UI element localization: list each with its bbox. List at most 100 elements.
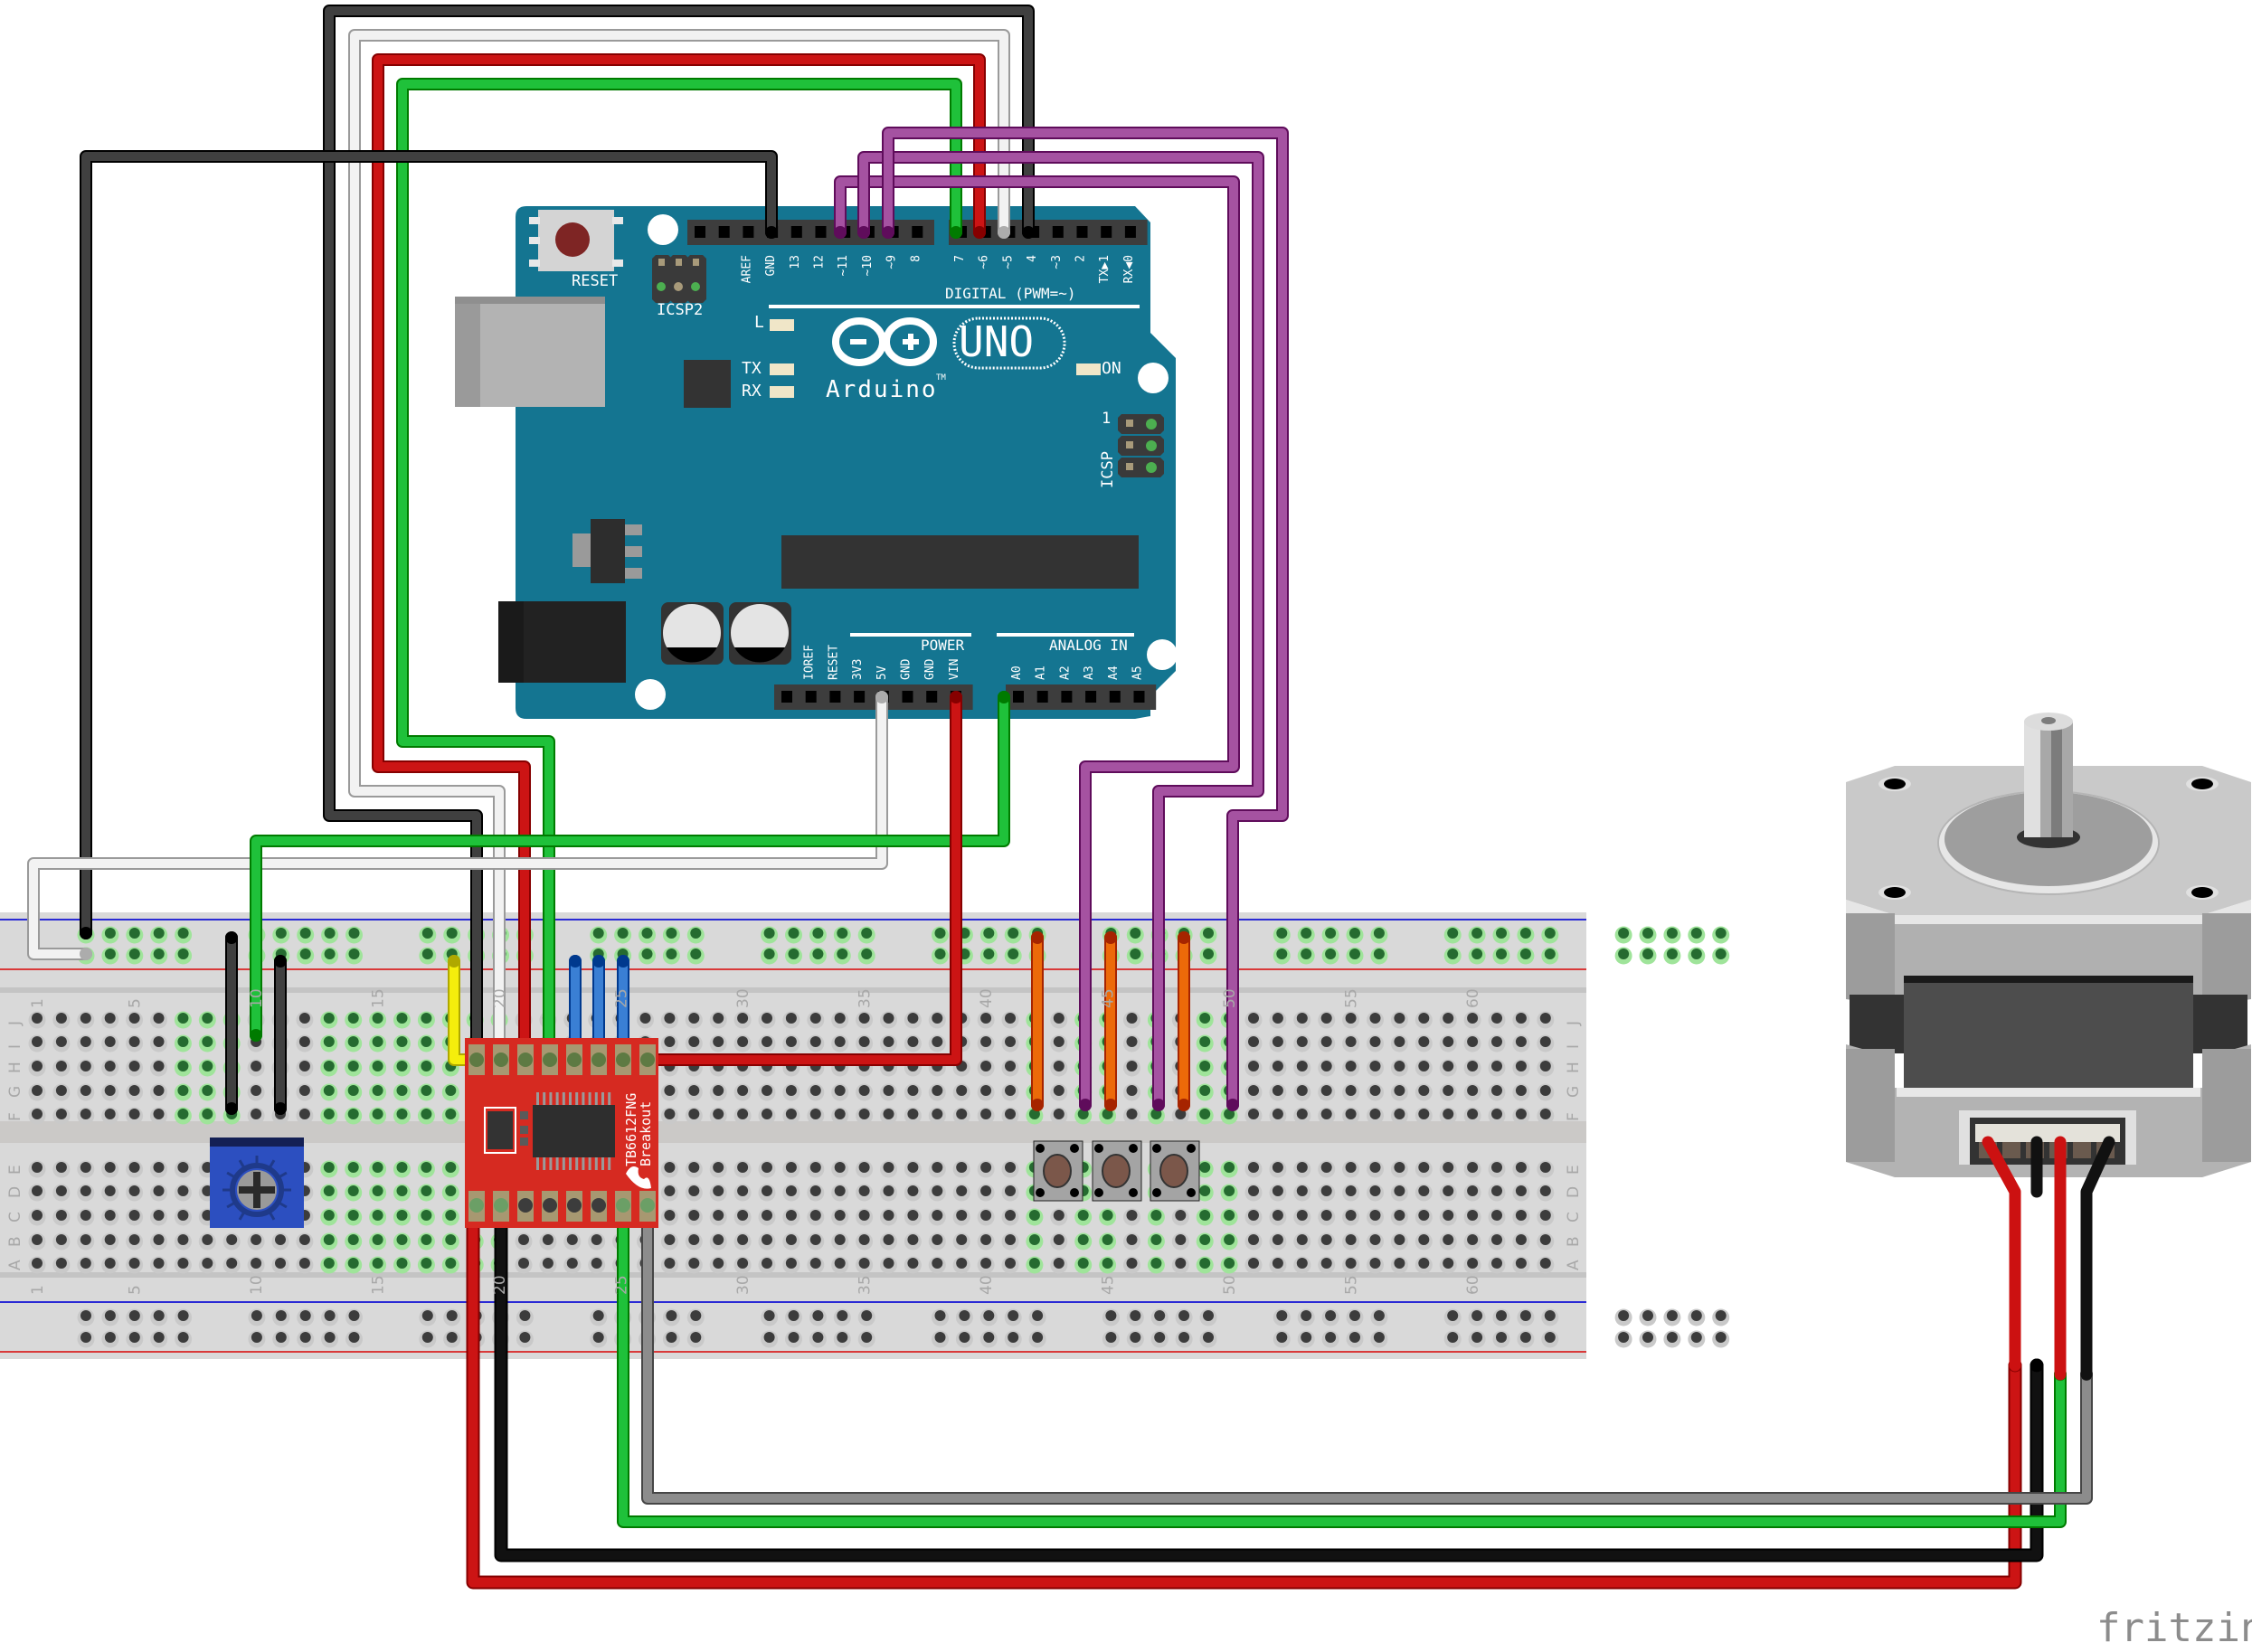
breadboard-hole (1320, 1036, 1332, 1047)
breadboard-hole (80, 1085, 91, 1096)
breadboard-hole (1053, 1085, 1064, 1096)
breadboard-hole (1005, 1185, 1016, 1196)
column-number: 1 (29, 998, 47, 1008)
row-letter: J (1565, 1021, 1583, 1026)
pin-label: ~3 (1050, 255, 1064, 269)
pin-label: 8 (909, 255, 923, 262)
breadboard-hole (446, 1332, 458, 1343)
breadboard-hole (1199, 1109, 1211, 1119)
row-letter: D (6, 1186, 24, 1198)
breadboard-hole (226, 1234, 238, 1245)
usb-connector-side (455, 297, 480, 407)
breadboard-hole (128, 1061, 140, 1071)
breadboard-hole (983, 1310, 995, 1321)
breadboard-hole (1394, 1036, 1405, 1047)
breadboard-hole (80, 1210, 91, 1221)
breadboard-hole (1296, 1061, 1308, 1071)
fritzing-watermark: fritzing (2096, 1605, 2252, 1651)
pin-label: 4 (1026, 255, 1039, 262)
chip-lead (543, 1092, 546, 1105)
breadboard-hole (737, 1036, 749, 1047)
breadboard-hole (202, 1013, 213, 1024)
breadboard-hole (1544, 928, 1556, 939)
breadboard-hole (177, 1109, 189, 1119)
breadboard-hole (1199, 1210, 1211, 1221)
breadboard-hole (861, 928, 873, 939)
breadboard-hole (153, 949, 165, 959)
breadboard-hole (396, 1185, 408, 1196)
breadboard-hole (1345, 1162, 1357, 1173)
breadboard-hole (519, 1332, 531, 1343)
breadboard-hole (980, 1234, 992, 1245)
breadboard-hole (858, 1036, 870, 1047)
reset-button (555, 222, 590, 257)
breadboard-hole (323, 1258, 335, 1269)
driver-pin (616, 1198, 630, 1213)
breadboard-hole (1102, 1258, 1113, 1269)
breadboard-hole (1154, 1310, 1166, 1321)
breadboard-hole (1345, 1085, 1357, 1096)
breadboard-hole (785, 1210, 797, 1221)
breadboard-hole (1150, 1210, 1162, 1221)
breadboard-hole (907, 1162, 919, 1173)
logo-minus (850, 339, 866, 345)
chip-lead (608, 1092, 611, 1105)
breadboard-hole (762, 1013, 772, 1024)
breadboard-row-letters: J I H G F E D C B A (6, 1021, 24, 1270)
breadboard-hole (1028, 1234, 1040, 1245)
breadboard-hole (177, 1234, 189, 1245)
pin-label: 3V3 (851, 659, 865, 680)
pin-label: RX◀0 (1122, 255, 1136, 283)
breadboard-hole (396, 1162, 408, 1173)
pot-tick (226, 1201, 236, 1209)
driver-label-line2: Breakout (638, 1101, 654, 1166)
analog-header (1006, 684, 1157, 710)
analog-header-label: ANALOG IN (1049, 637, 1128, 654)
breadboard-hole (1467, 1210, 1479, 1221)
header-pin (1013, 691, 1024, 703)
breadboard-hole (592, 1310, 604, 1321)
breadboard-hole (372, 1109, 383, 1119)
breadboard-hole (907, 1013, 919, 1024)
led-label-rx: RX (742, 382, 762, 401)
breadboard-hole (688, 1185, 700, 1196)
breadboard-hole (688, 1013, 700, 1024)
mounting-hole (1147, 639, 1178, 670)
chip-lead (549, 1157, 553, 1170)
breadboard-hole (1496, 928, 1507, 939)
breadboard-hole (1203, 949, 1214, 959)
breadboard-hole (1443, 1234, 1454, 1245)
breadboard-hole (104, 1061, 116, 1071)
breadboard-hole (737, 1109, 749, 1119)
breadboard-hole (1515, 1234, 1527, 1245)
breadboard-hole (1369, 1036, 1381, 1047)
reset-leg (529, 217, 540, 224)
wire-red-d6-end (973, 226, 986, 239)
breadboard-hole (1418, 1234, 1430, 1245)
breadboard-hole (1491, 1162, 1502, 1173)
breadboard-hole (421, 1162, 432, 1173)
driver-pin (518, 1198, 533, 1213)
tb6612fng-chip (533, 1105, 615, 1157)
breadboard-hole (298, 1258, 310, 1269)
breadboard-hole (907, 1036, 919, 1047)
pushbutton-leg (1036, 1144, 1045, 1153)
breadboard-hole (445, 1162, 457, 1173)
breadboard-hole (1126, 1210, 1138, 1221)
breadboard-hole (1539, 1085, 1551, 1096)
column-number: 45 (1100, 1275, 1118, 1295)
icsp-pin (1126, 420, 1133, 427)
breadboard-hole (861, 949, 873, 959)
header-pin (1052, 226, 1064, 238)
breadboard-hole (1369, 1258, 1381, 1269)
driver-resistor (520, 1126, 528, 1134)
breadboard-hole (518, 1234, 529, 1245)
breadboard-hole (153, 928, 165, 939)
breadboard-hole (128, 1332, 140, 1343)
breadboard-hole (1666, 1332, 1678, 1343)
breadboard-hole (1320, 1185, 1332, 1196)
breadboard-hole (1105, 1310, 1117, 1321)
breadboard-hole (809, 1013, 821, 1024)
breadboard-hole (202, 1036, 213, 1047)
breadboard-hole (1369, 1013, 1381, 1024)
